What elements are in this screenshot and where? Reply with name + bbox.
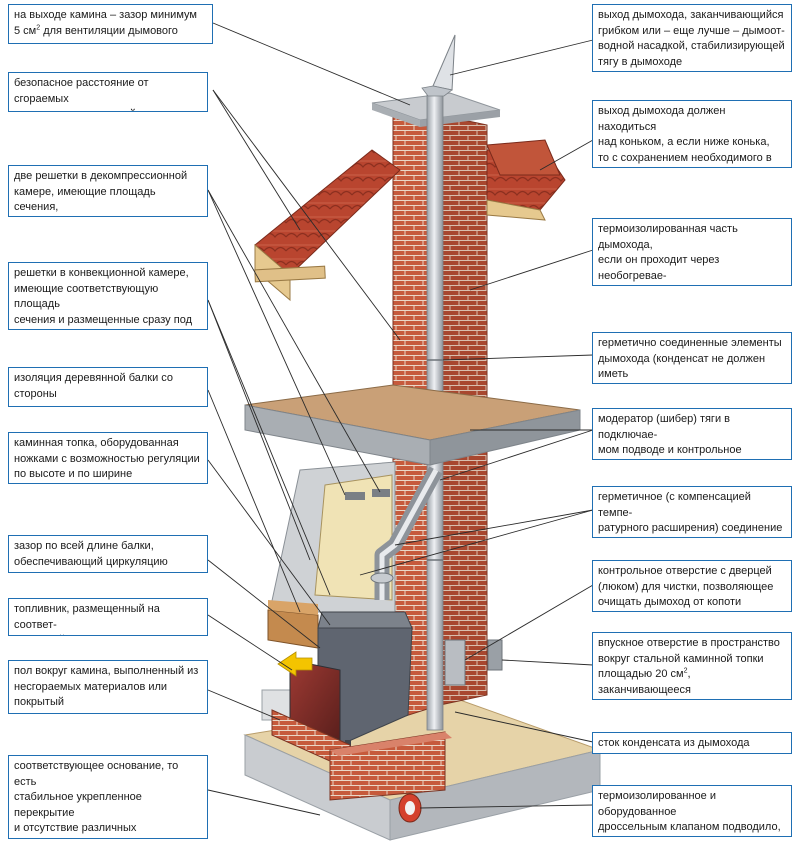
- callout-beam-gap: зазор по всей длине балки,обеспечивающий…: [8, 535, 208, 573]
- callout-sealed-connection: герметичное (с компенсацией темпе-ратурн…: [592, 486, 792, 538]
- air-flow-arrow: [277, 651, 313, 677]
- grille-left: [345, 492, 365, 500]
- roof-left: [254, 149, 401, 276]
- callout-safe-distance: безопасное расстояние от сгораемыхэлемен…: [8, 72, 208, 112]
- callout-cleaning-door: контрольное отверстие с дверцей(люком) д…: [592, 560, 792, 612]
- cleaning-door: [444, 639, 466, 686]
- callout-firebox-height: топливник, размещенный на соответ-ствующ…: [8, 598, 208, 636]
- firebox-top: [317, 611, 413, 629]
- chimney-mushroom-cap: [432, 34, 456, 91]
- moderator-damper: [370, 572, 394, 584]
- callout-insulated-section: термоизолированная часть дымохода,если о…: [592, 218, 792, 286]
- roof-rafter: [254, 265, 326, 283]
- roof-ridge: [486, 139, 561, 176]
- air-inlet-grille: [487, 639, 503, 671]
- wooden-beam: [267, 609, 319, 649]
- grille-right: [372, 489, 390, 497]
- callout-draft-moderator: модератор (шибер) тяги в подключае-мом п…: [592, 408, 792, 460]
- decompression-chamber: [314, 474, 393, 601]
- callout-convection-grilles: решетки в конвекционной камере,имеющие с…: [8, 262, 208, 330]
- callout-beam-insulation: изоляция деревянной балки со сторонытопк…: [8, 367, 208, 407]
- leader-lines: [207, 22, 594, 816]
- chimney-cap-front: [372, 103, 420, 127]
- callout-condensate-drain: сток конденсата из дымохода: [592, 732, 792, 754]
